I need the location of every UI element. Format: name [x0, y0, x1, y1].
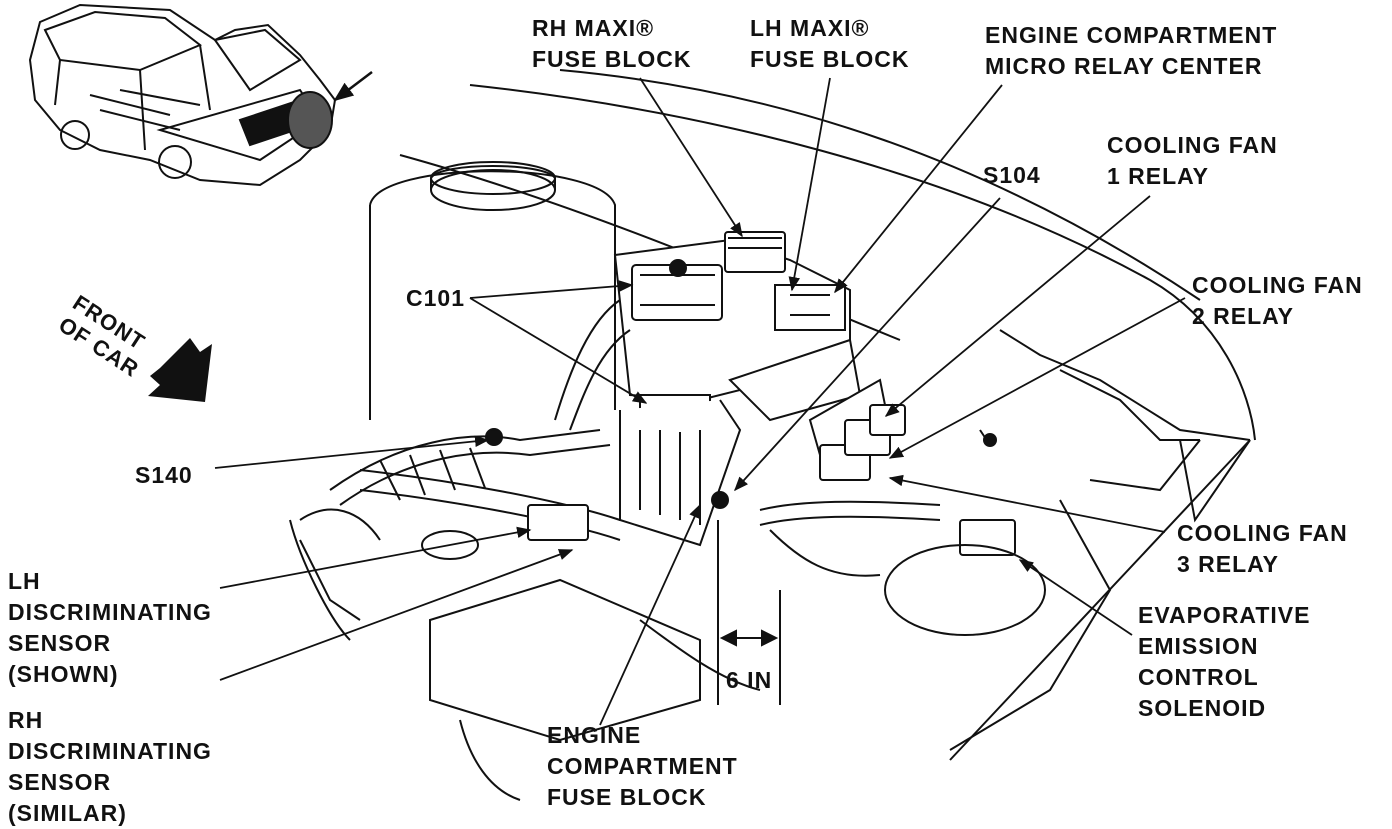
label-line: SOLENOID	[1138, 695, 1267, 721]
engine-outline	[289, 508, 761, 801]
label-cooling-fan-2-relay: COOLING FAN 2 RELAY	[1192, 270, 1363, 332]
label-line: LH MAXI®	[750, 15, 870, 41]
label-line: SENSOR	[8, 630, 112, 656]
label-dimension-6-in: 6 IN	[726, 665, 772, 696]
dimension-6in	[717, 520, 781, 705]
label-c101: C101	[406, 283, 465, 314]
label-s140: S140	[135, 460, 193, 491]
label-line: C101	[406, 285, 465, 311]
label-line: (SIMILAR)	[8, 800, 127, 826]
relay-cluster	[527, 378, 1046, 636]
label-line: RH	[8, 707, 44, 733]
coolant-reservoir	[369, 161, 616, 420]
vehicle-locator-thumbnail	[28, 3, 373, 187]
label-line: RH MAXI®	[532, 15, 655, 41]
label-line: (SHOWN)	[8, 661, 119, 687]
label-line: S104	[983, 162, 1041, 188]
label-line: FUSE BLOCK	[750, 46, 910, 72]
leader-lines	[214, 77, 1186, 726]
label-line: FUSE BLOCK	[547, 784, 707, 810]
label-line: COOLING FAN	[1177, 520, 1348, 546]
label-s104: S104	[983, 160, 1041, 191]
label-line: COOLING FAN	[1192, 272, 1363, 298]
label-lh-maxi-fuse-block: LH MAXI® FUSE BLOCK	[750, 13, 910, 75]
label-line: EVAPORATIVE	[1138, 602, 1311, 628]
label-line: 6 IN	[726, 667, 773, 693]
label-line: SENSOR	[8, 769, 112, 795]
label-rh-maxi-fuse-block: RH MAXI® FUSE BLOCK	[532, 13, 692, 75]
label-line: 2 RELAY	[1192, 303, 1295, 329]
label-cooling-fan-1-relay: COOLING FAN 1 RELAY	[1107, 130, 1278, 192]
label-line: COMPARTMENT	[547, 753, 738, 779]
label-line: DISCRIMINATING	[8, 599, 212, 625]
label-line: 3 RELAY	[1177, 551, 1280, 577]
label-line: EMISSION	[1138, 633, 1259, 659]
label-micro-relay-center: ENGINE COMPARTMENT MICRO RELAY CENTER	[985, 20, 1277, 82]
label-line: CONTROL	[1138, 664, 1259, 690]
label-line: FUSE BLOCK	[532, 46, 692, 72]
label-line: ENGINE	[547, 722, 642, 748]
label-line: MICRO RELAY CENTER	[985, 53, 1263, 79]
label-evap-emission-control-solenoid: EVAPORATIVE EMISSION CONTROL SOLENOID	[1138, 600, 1310, 724]
label-engine-compartment-fuse-block: ENGINE COMPARTMENT FUSE BLOCK	[547, 720, 738, 813]
label-line: ENGINE COMPARTMENT	[985, 22, 1278, 48]
front-of-car-arrow	[148, 338, 212, 402]
label-cooling-fan-3-relay: COOLING FAN 3 RELAY	[1177, 518, 1348, 580]
label-line: COOLING FAN	[1107, 132, 1278, 158]
fuse-block-assembly	[613, 231, 862, 547]
label-line: LH	[8, 568, 41, 594]
label-line: DISCRIMINATING	[8, 738, 212, 764]
label-lh-discriminating-sensor: LH DISCRIMINATING SENSOR (SHOWN)	[8, 566, 212, 690]
label-line: 1 RELAY	[1107, 163, 1210, 189]
label-rh-discriminating-sensor: RH DISCRIMINATING SENSOR (SIMILAR)	[8, 705, 212, 829]
label-line: S140	[135, 462, 193, 488]
